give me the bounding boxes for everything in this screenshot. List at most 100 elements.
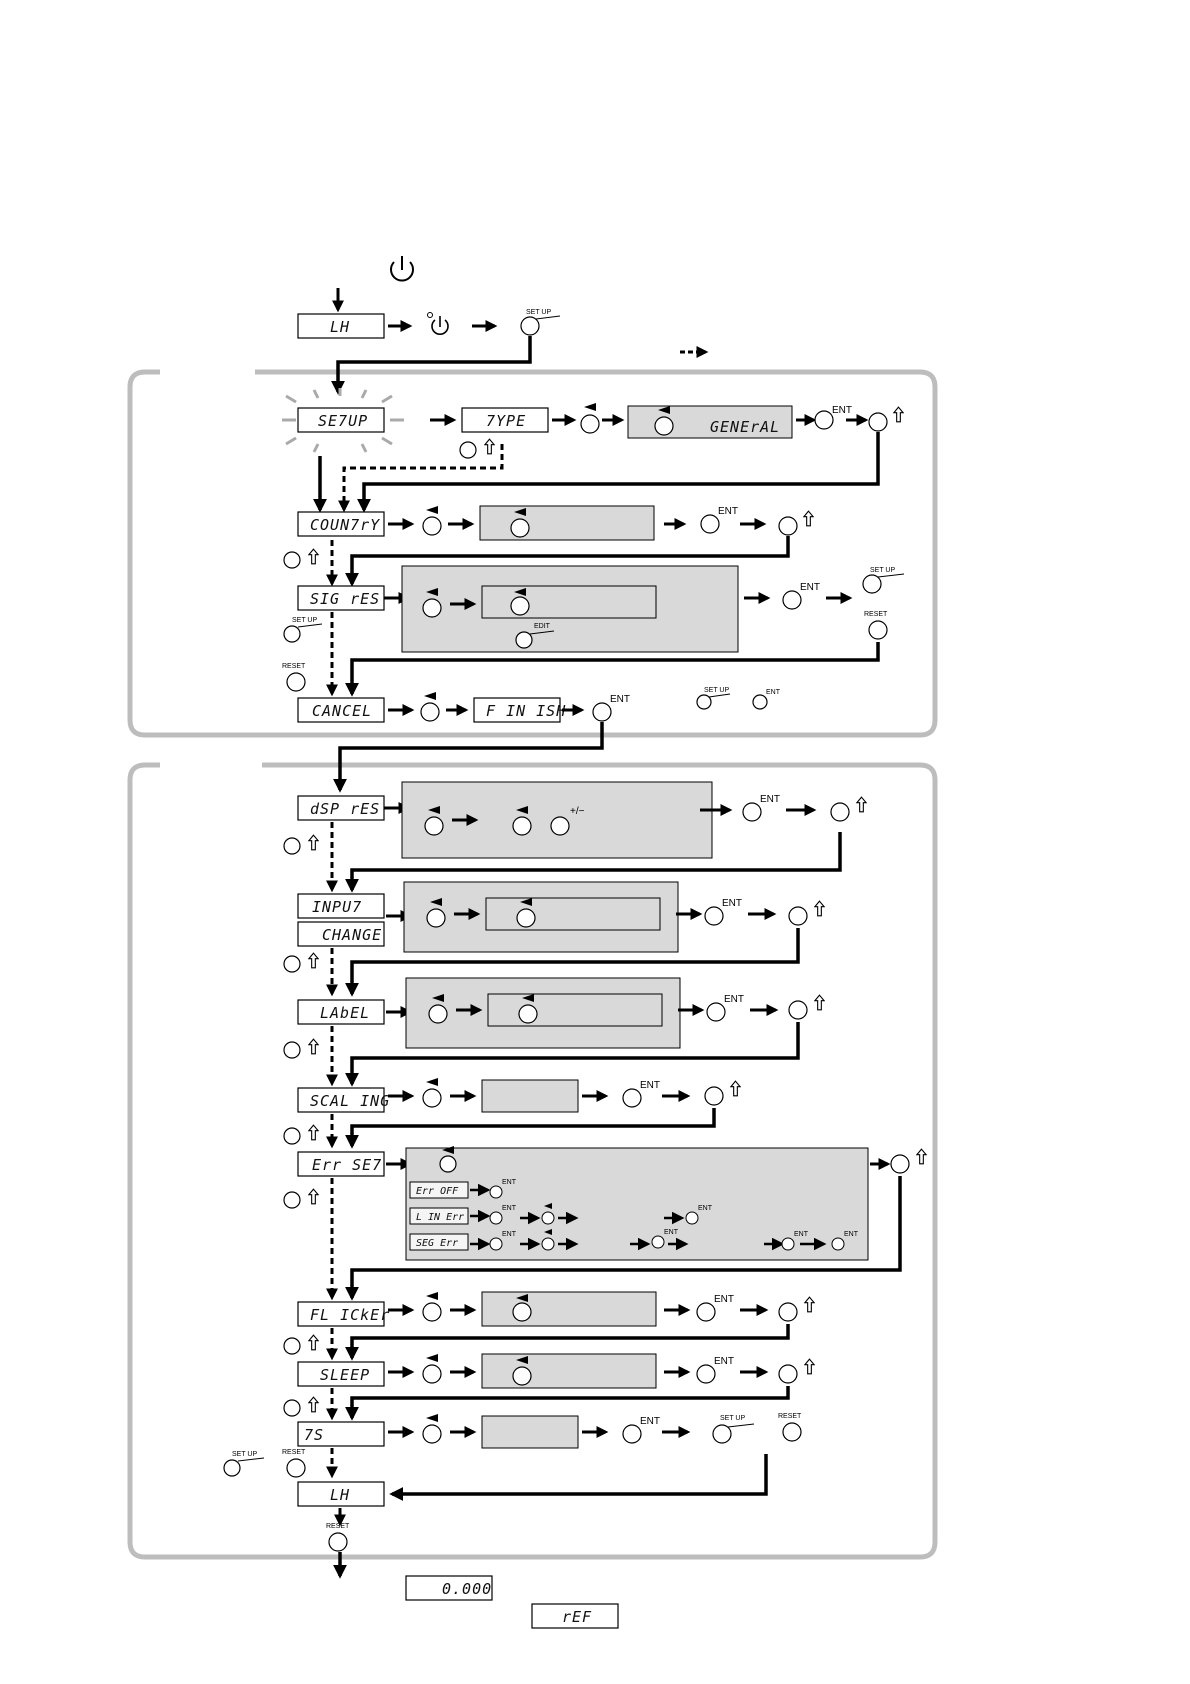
setup-key[interactable]: SET UP [223, 1451, 265, 1477]
ent-key[interactable]: ENT [489, 1205, 517, 1225]
left-key[interactable] [422, 1354, 442, 1384]
svg-text:ENT: ENT [844, 1231, 859, 1238]
display-sig-res-text: SIG rES [310, 590, 380, 608]
svg-text:SET UP: SET UP [526, 309, 551, 316]
ent-key[interactable]: ENT [592, 694, 630, 722]
left-key[interactable] [512, 1356, 532, 1386]
left-key[interactable] [420, 692, 440, 722]
svg-text:RESET: RESET [326, 1523, 350, 1530]
key-circle[interactable] [283, 1399, 301, 1417]
display-flicker [297, 1301, 385, 1327]
key-circle[interactable] [788, 906, 808, 926]
reset-key[interactable]: RESET [778, 1413, 802, 1442]
display-input [297, 893, 385, 919]
key-circle[interactable] [778, 1302, 798, 1322]
key-circle[interactable] [868, 412, 888, 432]
key-circle[interactable] [283, 1191, 301, 1209]
left-key[interactable] [512, 806, 532, 836]
key-circle[interactable] [778, 516, 798, 536]
up-arrow-icon [814, 994, 825, 1011]
key-circle[interactable] [778, 1364, 798, 1384]
ent-key[interactable]: ENT [489, 1179, 517, 1199]
group-panel-2 [127, 762, 938, 1560]
setup-key[interactable]: SET UP [862, 567, 905, 594]
setup-key[interactable]: SET UP [520, 309, 561, 336]
ent-key[interactable]: ENT [489, 1231, 517, 1251]
key-circle[interactable] [459, 441, 477, 459]
display-seg-err-text: SEG Err [416, 1238, 458, 1249]
left-key[interactable] [654, 406, 674, 436]
key-circle[interactable] [283, 955, 301, 973]
display-ref-text: rEF [562, 1608, 592, 1626]
key-circle[interactable] [830, 802, 850, 822]
svg-text:ENT: ENT [718, 506, 738, 517]
power-icon [390, 256, 414, 282]
left-key[interactable] [580, 403, 600, 434]
left-key[interactable] [426, 898, 446, 928]
left-key[interactable] [512, 1294, 532, 1322]
svg-text:ENT: ENT [722, 898, 742, 909]
key-circle[interactable] [283, 1041, 301, 1059]
left-key[interactable] [422, 1414, 442, 1444]
key-circle[interactable] [283, 551, 301, 569]
left-key[interactable] [422, 1078, 442, 1108]
ent-key[interactable]: ENT [742, 794, 780, 822]
left-key[interactable] [510, 508, 530, 538]
left-key[interactable] [510, 588, 530, 616]
key-circle[interactable] [890, 1154, 910, 1174]
svg-text:ENT: ENT [760, 794, 780, 805]
ent-key[interactable]: ENT [752, 689, 781, 710]
svg-text:ENT: ENT [724, 994, 744, 1005]
display-lh-top-text: LH [330, 318, 350, 336]
ent-key[interactable]: ENT [831, 1231, 859, 1251]
left-key[interactable] [541, 1203, 555, 1225]
reset-key[interactable]: RESET [282, 663, 306, 692]
svg-text:SET UP: SET UP [704, 687, 729, 694]
power-key-icon[interactable] [427, 312, 449, 335]
ent-key[interactable]: ENT [700, 506, 738, 534]
reset-key[interactable]: RESET [282, 1449, 306, 1478]
ent-key[interactable]: ENT [706, 994, 744, 1022]
setup-key[interactable]: SET UP [283, 617, 323, 643]
key-circle[interactable] [283, 837, 301, 855]
left-key[interactable] [428, 994, 448, 1024]
setup-key[interactable]: SET UP [696, 687, 731, 710]
ent-key[interactable]: ENT [782, 582, 820, 610]
key-circle[interactable] [704, 1086, 724, 1106]
up-arrow-icon [308, 1396, 319, 1413]
setup-key[interactable]: SET UP [712, 1415, 755, 1444]
ent-key[interactable]: ENT [651, 1229, 679, 1249]
display-finish [473, 697, 561, 723]
reset-key[interactable]: RESET [864, 611, 888, 640]
left-key[interactable] [422, 506, 442, 536]
left-key[interactable] [518, 994, 538, 1024]
ent-key[interactable]: ENT [704, 898, 742, 926]
key-circle[interactable] [283, 1127, 301, 1145]
key-circle[interactable] [788, 1000, 808, 1020]
ent-key[interactable]: ENT [696, 1294, 734, 1322]
ent-key[interactable]: ENT [696, 1356, 734, 1384]
left-key[interactable] [439, 1146, 457, 1173]
country-select-panel [479, 505, 655, 541]
left-key[interactable] [424, 806, 444, 836]
left-key[interactable] [422, 588, 442, 618]
ent-key[interactable]: ENT [685, 1205, 713, 1225]
left-key[interactable] [516, 898, 536, 928]
up-arrow-icon [308, 1334, 319, 1351]
ent-key[interactable]: ENT [622, 1416, 660, 1444]
left-key[interactable] [541, 1229, 555, 1251]
key-circle[interactable] [283, 1337, 301, 1355]
left-key[interactable] [422, 1292, 442, 1322]
reset-key[interactable]: RESET [326, 1523, 350, 1552]
ent-key[interactable]: ENT [622, 1080, 660, 1108]
type-select-panel [627, 405, 793, 439]
plus-minus-key[interactable]: +/− [550, 806, 585, 836]
display-general-text: GENErAL [710, 418, 780, 436]
display-seg-err [409, 1233, 469, 1251]
display-err-off-text: Err OFF [416, 1186, 459, 1197]
display-input-text: INPU7 [312, 898, 362, 916]
ent-key[interactable]: ENT [814, 405, 852, 430]
up-arrow-icon [730, 1080, 741, 1097]
edit-key[interactable]: EDIT [515, 623, 555, 649]
ent-key[interactable]: ENT [781, 1231, 809, 1251]
